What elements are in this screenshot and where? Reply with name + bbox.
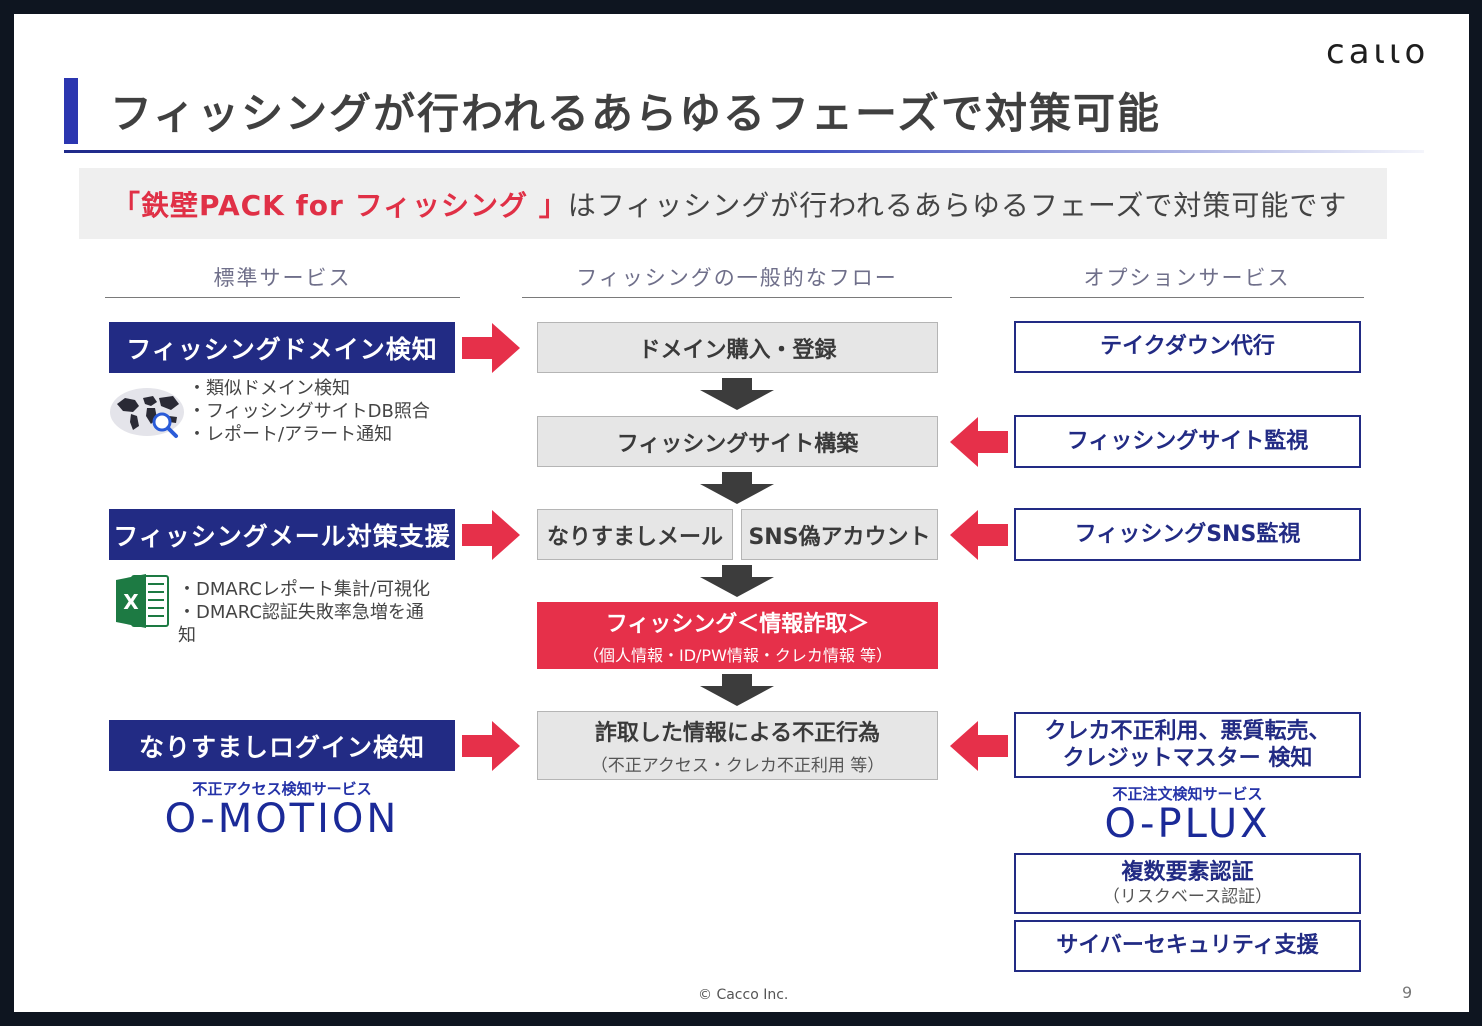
left-arrow-icon [950, 510, 1008, 560]
flow-step-label: フィッシング＜情報詐取＞ [605, 611, 870, 637]
down-arrow-icon [700, 674, 774, 706]
option-card-fraud-detection: クレカ不正利用、悪質転売、 クレジットマスター 検知 [1014, 712, 1361, 778]
flow-step-label: フィッシングサイト構築 [616, 431, 859, 457]
column-heading-flow: フィッシングの一般的なフロー [576, 266, 898, 290]
option-label-line1: クレカ不正利用、悪質転売、 [1044, 718, 1331, 744]
summary-banner-text: 「鉄壁PACK for フィッシング 」はフィッシングが行われるあらゆるフェーズ… [112, 184, 1347, 224]
service-domain-detection: フィッシングドメイン検知 [109, 322, 455, 373]
excel-icon: X [114, 572, 172, 630]
flow-step-sublabel: （個人情報・ID/PW情報・クレカ情報 等） [583, 645, 892, 665]
flow-step-label: 詐取した情報による不正行為 [594, 721, 881, 746]
o-motion-label: 不正アクセス検知サービス [192, 780, 372, 798]
flow-step-label: なりすましメール [546, 524, 723, 550]
page-title: フィッシングが行われるあらゆるフェーズで対策可能 [110, 89, 1161, 138]
right-arrow-icon [462, 510, 520, 560]
flow-step-label: SNS偽アカウント [748, 524, 931, 550]
flow-step-label: ドメイン購入・登録 [638, 337, 837, 363]
option-label: フィッシングサイト監視 [1066, 428, 1309, 454]
summary-banner [79, 168, 1387, 239]
flow-step-fake-sns: SNS偽アカウント [741, 509, 938, 560]
option-label: 複数要素認証 [1121, 860, 1254, 886]
left-arrow-icon [950, 721, 1008, 771]
option-site-monitoring: フィッシングサイト監視 [1014, 415, 1361, 468]
cacco-logo: caιιo [1326, 32, 1430, 72]
mail-support-bullets: ・DMARCレポート集計/可視化 ・DMARC認証失敗率急増を通 知 [178, 578, 458, 647]
o-plux-label: 不正注文検知サービス [1112, 785, 1263, 803]
option-sns-monitoring: フィッシングSNS監視 [1014, 508, 1361, 561]
flow-step-site-build: フィッシングサイト構築 [537, 416, 938, 467]
banner-highlight: 「鉄壁PACK for フィッシング 」 [112, 189, 568, 222]
option-label: テイクダウン代行 [1100, 334, 1275, 360]
flow-step-phishing: フィッシング＜情報詐取＞ （個人情報・ID/PW情報・クレカ情報 等） [537, 602, 938, 669]
down-arrow-icon [700, 565, 774, 597]
service-mail-support: フィッシングメール対策支援 [109, 509, 455, 560]
left-arrow-icon [950, 417, 1008, 467]
o-motion-logo: O-MOTION [164, 796, 400, 842]
flow-step-spoof-mail: なりすましメール [537, 509, 733, 560]
bullet-item: ・DMARC認証失敗率急増を通 [178, 602, 424, 623]
column-divider-standard [105, 297, 460, 298]
domain-detection-bullets: ・類似ドメイン検知 ・フィッシングサイトDB照合 ・レポート/アラート通知 [188, 377, 430, 446]
banner-rest: はフィッシングが行われるあらゆるフェーズで対策可能です [567, 189, 1348, 222]
bullet-item: ・類似ドメイン検知 [188, 378, 350, 399]
bullet-item: ・DMARCレポート集計/可視化 [178, 579, 430, 600]
bullet-item: ・レポート/アラート通知 [188, 424, 393, 445]
flow-step-fraud: 詐取した情報による不正行為 （不正アクセス・クレカ不正利用 等） [537, 711, 938, 780]
option-sublabel: （リスクベース認証） [1102, 886, 1273, 907]
svg-text:X: X [123, 590, 139, 614]
option-label: サイバーセキュリティ支援 [1056, 933, 1319, 959]
column-heading-standard: 標準サービス [213, 266, 352, 290]
column-heading-options: オプションサービス [1083, 266, 1291, 290]
option-label-line2: クレジットマスター 検知 [1062, 746, 1313, 771]
column-divider-options [1010, 297, 1364, 298]
option-cyber-security-support: サイバーセキュリティ支援 [1014, 920, 1361, 972]
world-map-search-icon [109, 384, 189, 442]
service-login-detection: なりすましログイン検知 [109, 720, 455, 771]
right-arrow-icon [462, 721, 520, 771]
bullet-item: ・フィッシングサイトDB照合 [188, 401, 430, 422]
slide: caιιo フィッシングが行われるあらゆるフェーズで対策可能 「鉄壁PACK f… [14, 14, 1469, 1012]
option-label: フィッシングSNS監視 [1074, 521, 1301, 547]
bullet-item: 知 [178, 625, 196, 646]
page-number: 9 [1402, 983, 1413, 1002]
down-arrow-icon [700, 378, 774, 410]
right-arrow-icon [462, 323, 520, 373]
flow-step-sublabel: （不正アクセス・クレカ不正利用 等） [590, 756, 885, 776]
down-arrow-icon [700, 472, 774, 504]
o-plux-logo: O-PLUX [1104, 801, 1271, 847]
column-divider-flow [522, 297, 952, 298]
title-underline [64, 150, 1424, 153]
option-takedown: テイクダウン代行 [1014, 321, 1361, 373]
title-accent-bar [64, 78, 78, 144]
option-mfa: 複数要素認証 （リスクベース認証） [1014, 853, 1361, 914]
flow-step-domain-purchase: ドメイン購入・登録 [537, 322, 938, 373]
copyright: © Cacco Inc. [698, 987, 789, 1003]
